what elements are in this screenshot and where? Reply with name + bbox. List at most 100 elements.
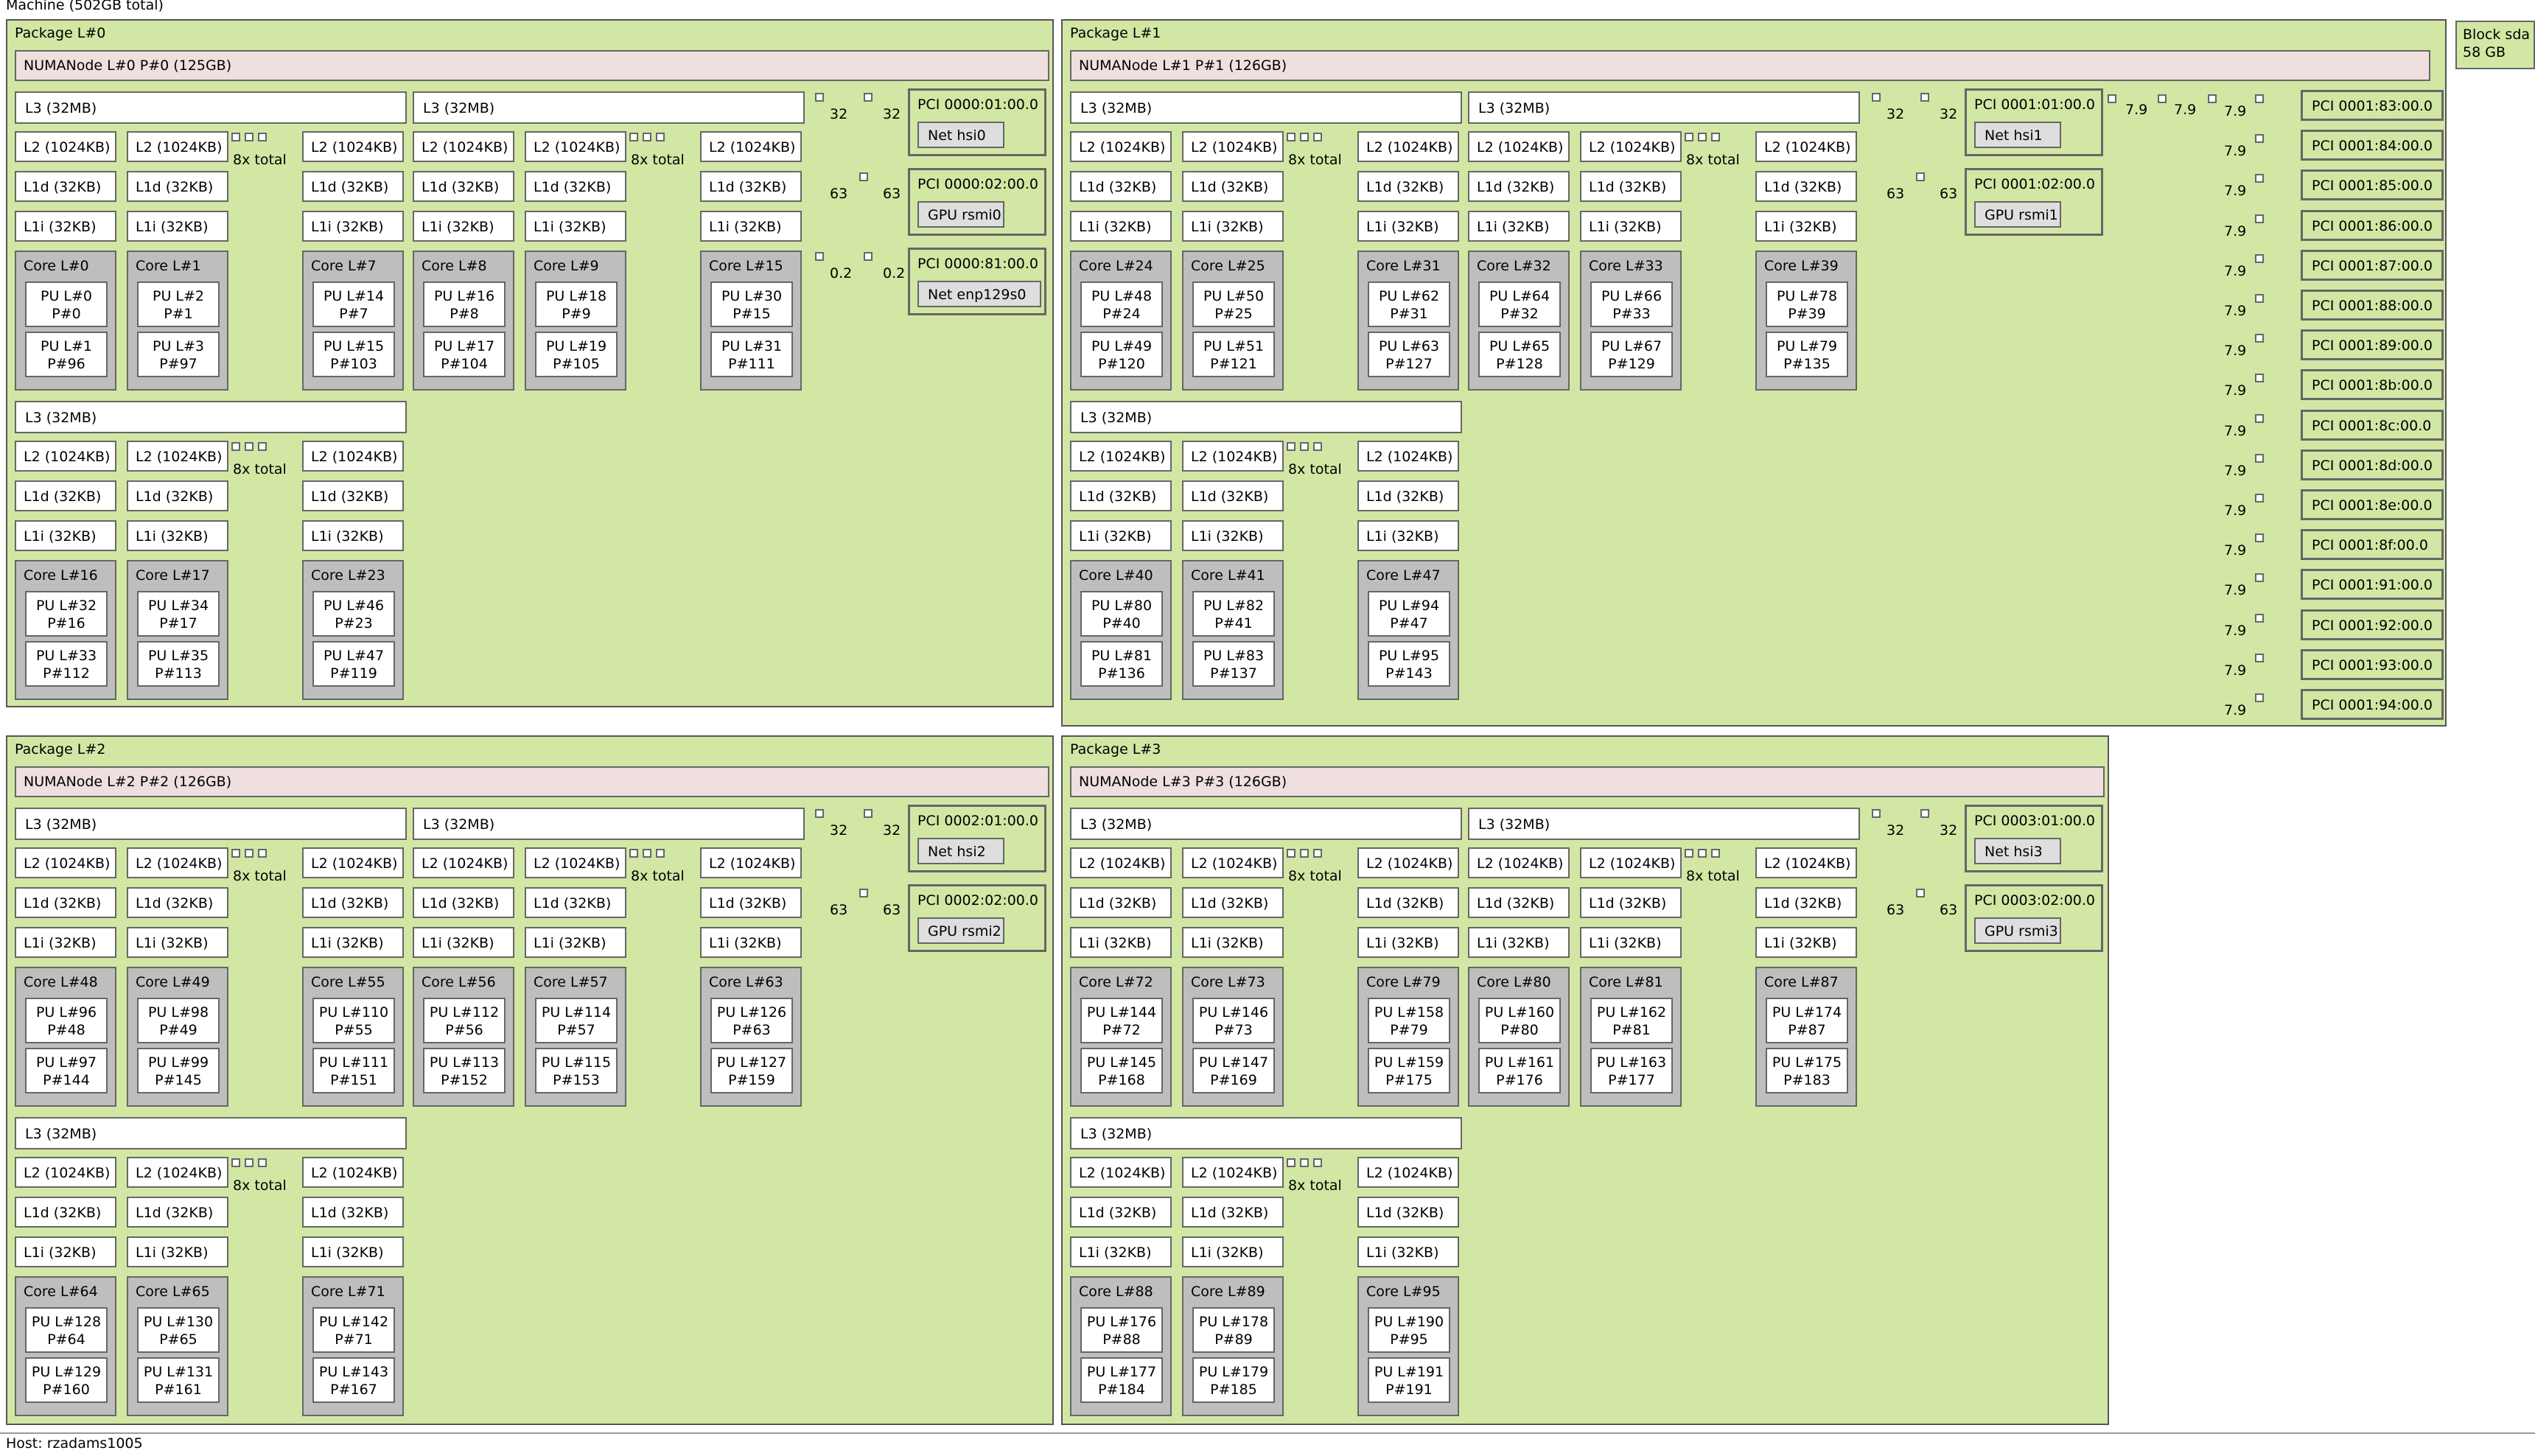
pci-device[interactable]: PCI 0001:87:00.0 [2301,249,2444,281]
l2-cache[interactable]: L2 (1024KB) [1357,847,1459,878]
gpu-device[interactable]: GPU rsmi0 [917,201,1004,228]
l1d-cache[interactable]: L1d (32KB) [127,1197,228,1228]
l1d-cache[interactable]: L1d (32KB) [15,1197,116,1228]
l2-cache[interactable]: L2 (1024KB) [127,131,228,162]
pci-device[interactable]: PCI 0001:8c:00.0 [2301,409,2444,441]
l3-cache[interactable]: L3 (32MB) [15,401,407,433]
l1i-cache[interactable]: L1i (32KB) [1070,1236,1172,1267]
l1i-cache[interactable]: L1i (32KB) [127,520,228,551]
l1i-cache[interactable]: L1i (32KB) [1182,927,1284,958]
pci-device[interactable]: PCI 0001:91:00.0 [2301,569,2444,601]
l2-cache[interactable]: L2 (1024KB) [1182,847,1284,878]
l1d-cache[interactable]: L1d (32KB) [1070,887,1172,918]
pci-device[interactable]: PCI 0001:8f:00.0 [2301,529,2444,561]
l1i-cache[interactable]: L1i (32KB) [1182,211,1284,242]
l2-cache[interactable]: L2 (1024KB) [1755,131,1857,162]
l1i-cache[interactable]: L1i (32KB) [1468,927,1570,958]
numa-node-0[interactable]: NUMANode L#0 P#0 (125GB) [15,50,1049,81]
l1d-cache[interactable]: L1d (32KB) [413,887,514,918]
l3-cache[interactable]: L3 (32MB) [1070,401,1462,433]
l3-cache[interactable]: L3 (32MB) [1070,91,1462,124]
l3-cache[interactable]: L3 (32MB) [1468,91,1860,124]
l3-cache[interactable]: L3 (32MB) [413,91,805,124]
l2-cache[interactable]: L2 (1024KB) [15,131,116,162]
l1d-cache[interactable]: L1d (32KB) [525,171,626,202]
pci-device[interactable]: PCI 0001:8d:00.0 [2301,449,2444,480]
l1d-cache[interactable]: L1d (32KB) [700,171,802,202]
network-device[interactable]: Net enp129s0 [917,281,1041,307]
pci-device[interactable]: PCI 0001:93:00.0 [2301,648,2444,680]
l2-cache[interactable]: L2 (1024KB) [15,441,116,472]
l1d-cache[interactable]: L1d (32KB) [1580,171,1682,202]
l1i-cache[interactable]: L1i (32KB) [1357,520,1459,551]
l2-cache[interactable]: L2 (1024KB) [1580,847,1682,878]
block-device-sda[interactable]: Block sda 58 GB [2455,21,2535,69]
l3-cache[interactable]: L3 (32MB) [15,1117,407,1149]
l2-cache[interactable]: L2 (1024KB) [1468,131,1570,162]
l1i-cache[interactable]: L1i (32KB) [1357,211,1459,242]
l3-cache[interactable]: L3 (32MB) [413,808,805,840]
l1i-cache[interactable]: L1i (32KB) [700,211,802,242]
l3-cache[interactable]: L3 (32MB) [1468,808,1860,840]
l1i-cache[interactable]: L1i (32KB) [1755,211,1857,242]
l1i-cache[interactable]: L1i (32KB) [1070,211,1172,242]
l1d-cache[interactable]: L1d (32KB) [1070,171,1172,202]
l2-cache[interactable]: L2 (1024KB) [1357,1157,1459,1188]
l2-cache[interactable]: L2 (1024KB) [302,131,404,162]
l2-cache[interactable]: L2 (1024KB) [1070,847,1172,878]
l1i-cache[interactable]: L1i (32KB) [302,211,404,242]
l2-cache[interactable]: L2 (1024KB) [700,847,802,878]
l2-cache[interactable]: L2 (1024KB) [1182,131,1284,162]
l2-cache[interactable]: L2 (1024KB) [413,131,514,162]
l1d-cache[interactable]: L1d (32KB) [127,171,228,202]
pci-device[interactable]: PCI 0001:89:00.0 [2301,329,2444,361]
pci-device[interactable]: PCI 0001:85:00.0 [2301,169,2444,201]
l1d-cache[interactable]: L1d (32KB) [1357,480,1459,511]
l1d-cache[interactable]: L1d (32KB) [302,1197,404,1228]
l1d-cache[interactable]: L1d (32KB) [700,887,802,918]
pci-device[interactable]: PCI 0001:83:00.0 [2301,90,2444,121]
gpu-device[interactable]: GPU rsmi2 [917,917,1004,944]
network-device[interactable]: Net hsi2 [917,838,1004,864]
l1d-cache[interactable]: L1d (32KB) [302,171,404,202]
network-device[interactable]: Net hsi0 [917,122,1004,148]
